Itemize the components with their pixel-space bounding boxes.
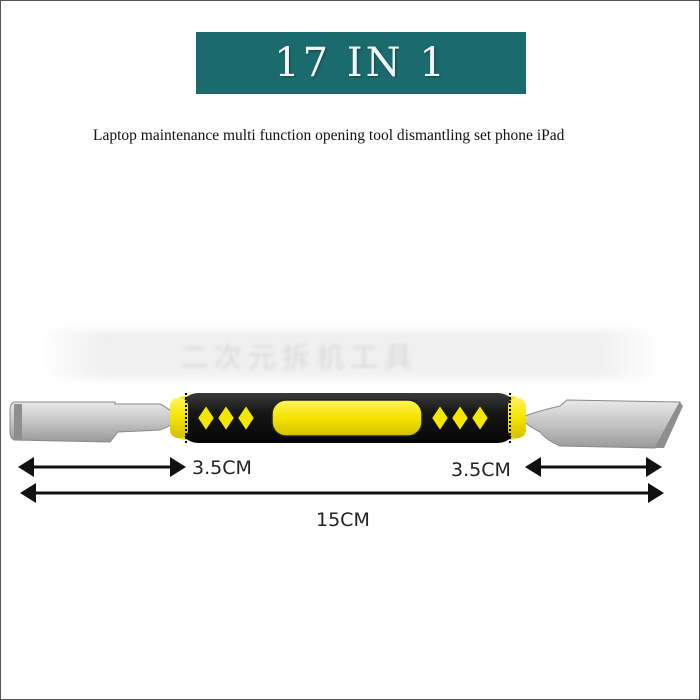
watermark-band bbox=[40, 330, 660, 378]
product-subtitle: Laptop maintenance multi function openin… bbox=[93, 127, 565, 144]
left-tip-dimension-arrow bbox=[18, 457, 186, 477]
right-blade bbox=[519, 399, 683, 449]
total-length-label: 15CM bbox=[316, 509, 370, 531]
watermark-text: 二次元拆机工具 bbox=[180, 341, 419, 374]
total-length-dimension-arrow bbox=[20, 483, 664, 503]
opening-tool-illustration bbox=[9, 393, 683, 503]
right-tip-dimension-arrow bbox=[525, 457, 662, 477]
left-blade bbox=[9, 401, 179, 443]
title-text: 17 IN 1 bbox=[274, 40, 448, 86]
title-banner: 17 IN 1 bbox=[196, 32, 526, 94]
right-tip-length-label: 3.5CM bbox=[451, 459, 511, 481]
tool-handle bbox=[170, 393, 526, 443]
left-tip-length-label: 3.5CM bbox=[192, 457, 252, 479]
